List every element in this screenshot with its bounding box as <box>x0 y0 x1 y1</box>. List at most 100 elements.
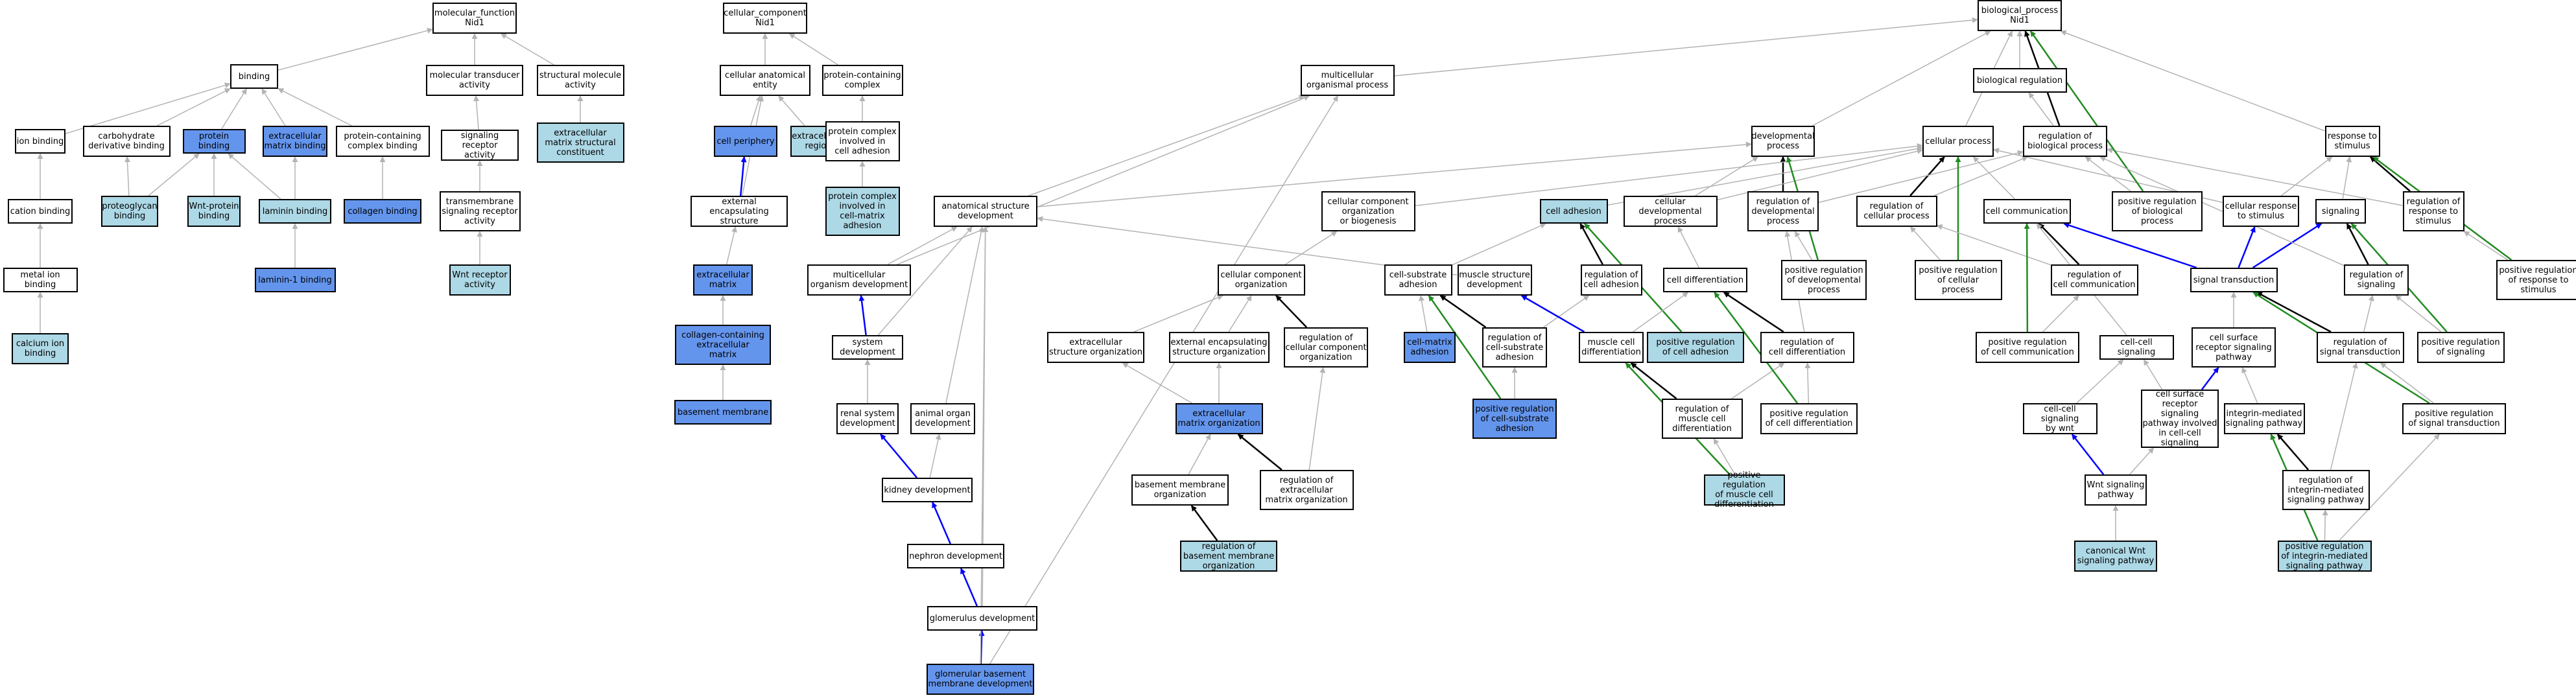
go-term-node-wntra[interactable]: Wnt receptor activity <box>449 264 511 296</box>
go-term-label: collagen-containing extracellular matrix <box>681 330 764 360</box>
go-term-node-mtact[interactable]: molecular transducer activity <box>426 65 523 96</box>
go-term-node-bp[interactable]: biological_process Nid1 <box>1978 0 2062 31</box>
go-term-node-mcd[interactable]: multicellular organism development <box>807 264 911 296</box>
go-term-node-rts[interactable]: response to stimulus <box>2324 126 2380 157</box>
go-term-node-posrsig[interactable]: positive regulation of signaling <box>2416 332 2505 363</box>
go-term-node-ecmsc[interactable]: extracellular matrix structural constitu… <box>536 122 624 163</box>
go-term-node-cellper[interactable]: cell periphery <box>714 126 777 157</box>
go-term-node-catb[interactable]: cation binding <box>8 199 73 224</box>
go-term-node-cadh[interactable]: cell adhesion <box>1539 199 1608 224</box>
go-term-node-msd[interactable]: muscle structure development <box>1457 264 1532 296</box>
go-term-node-ccs[interactable]: cell-cell signaling <box>2099 335 2174 360</box>
go-term-node-regbmo[interactable]: regulation of basement membrane organiza… <box>1180 541 1277 572</box>
go-term-node-colb[interactable]: collagen binding <box>344 199 421 224</box>
go-term-node-gd[interactable]: glomerulus development <box>927 606 1037 631</box>
go-term-node-metb[interactable]: metal ion binding <box>3 268 78 292</box>
go-term-node-wsp[interactable]: Wnt signaling pathway <box>2085 474 2147 506</box>
go-term-node-posrst[interactable]: positive regulation of signal transducti… <box>2402 403 2506 434</box>
go-term-node-st[interactable]: signal transduction <box>2190 268 2278 292</box>
go-term-node-pcica[interactable]: protein complex involved in cell adhesio… <box>825 121 900 161</box>
go-term-node-posrcp[interactable]: positive regulation of cellular process <box>1914 260 2002 300</box>
go-term-node-crs[interactable]: cellular response to stimulus <box>2223 196 2299 227</box>
go-term-node-posrdp[interactable]: positive regulation of developmental pro… <box>1781 260 1867 300</box>
go-term-node-devp[interactable]: developmental process <box>1751 126 1815 157</box>
go-term-node-ecmb[interactable]: extracellular matrix binding <box>263 126 327 157</box>
go-term-node-bmo[interactable]: basement membrane organization <box>1131 474 1229 506</box>
go-term-node-binding[interactable]: binding <box>230 64 278 89</box>
go-term-node-regcc[interactable]: regulation of cell communication <box>2050 264 2138 296</box>
go-term-node-ecso[interactable]: extracellular structure organization <box>1047 332 1144 363</box>
go-term-node-cab[interactable]: calcium ion binding <box>12 333 69 364</box>
go-term-node-pgb[interactable]: proteoglycan binding <box>101 196 158 227</box>
go-term-node-regsig[interactable]: regulation of signaling <box>2344 264 2409 296</box>
go-term-node-aod[interactable]: animal organ development <box>910 403 975 434</box>
go-term-node-posrcsa[interactable]: positive regulation of cell-substrate ad… <box>1472 399 1557 439</box>
go-term-node-posrmcd[interactable]: positive regulation of muscle cell diffe… <box>1703 471 1785 509</box>
go-term-node-smact[interactable]: structural molecule activity <box>536 65 624 96</box>
go-term-node-sig[interactable]: signaling <box>2315 199 2366 224</box>
go-term-node-ccecm[interactable]: collagen-containing extracellular matrix <box>675 325 771 365</box>
go-term-node-csrspi[interactable]: cell surface receptor signaling pathway … <box>2141 390 2219 448</box>
go-term-node-lamb[interactable]: laminin binding <box>259 199 331 224</box>
go-term-node-pcicm[interactable]: protein complex involved in cell-matrix … <box>825 187 900 236</box>
go-term-node-carb[interactable]: carbohydrate derivative binding <box>82 126 171 157</box>
go-term-node-tmsra[interactable]: transmembrane signaling receptor activit… <box>439 191 521 231</box>
go-term-node-csrsp[interactable]: cell surface receptor signaling pathway <box>2192 327 2276 368</box>
go-term-node-cdiff[interactable]: cell differentiation <box>1663 268 1747 292</box>
go-term-node-wntpb[interactable]: Wnt-protein binding <box>187 196 241 227</box>
go-term-node-cmadh[interactable]: cell-matrix adhesion <box>1404 332 1456 363</box>
go-term-node-bm[interactable]: basement membrane <box>674 400 772 425</box>
go-term-node-protb[interactable]: protein binding <box>182 129 246 154</box>
go-term-node-pccb[interactable]: protein-containing complex binding <box>335 126 430 157</box>
go-term-node-cdp[interactable]: cellular developmental process <box>1623 196 1718 227</box>
go-term-node-regrs[interactable]: regulation of response to stimulus <box>2402 191 2464 231</box>
go-term-node-cellp[interactable]: cellular process <box>1922 126 1994 157</box>
go-term-node-breg[interactable]: biological regulation <box>1972 68 2067 93</box>
go-term-node-ccob[interactable]: cellular component organization or bioge… <box>1321 191 1415 231</box>
go-term-node-kd[interactable]: kidney development <box>882 478 973 502</box>
go-term-node-rsd[interactable]: renal system development <box>836 403 899 434</box>
go-term-node-sysd[interactable]: system development <box>832 335 903 360</box>
go-term-node-mf[interactable]: molecular_function Nid1 <box>432 3 517 34</box>
go-term-node-regcco[interactable]: regulation of cellular component organiz… <box>1284 327 1368 368</box>
go-term-node-cco[interactable]: cellular component organization <box>1217 264 1305 296</box>
go-term-node-ccomm[interactable]: cell communication <box>1983 199 2071 224</box>
go-term-node-posrrs[interactable]: positive regulation of response to stimu… <box>2496 260 2576 300</box>
go-term-node-regbp[interactable]: regulation of biological process <box>2023 126 2107 157</box>
go-term-node-cae[interactable]: cellular anatomical entity <box>720 65 810 96</box>
edge-regecmo-to-regcco <box>1308 367 1326 471</box>
go-term-node-mop[interactable]: multicellular organismal process <box>1300 65 1395 96</box>
go-term-node-regecmo[interactable]: regulation of extracellular matrix organ… <box>1259 470 1354 510</box>
go-term-node-ecm[interactable]: extracellular matrix <box>693 264 753 296</box>
go-term-node-csa[interactable]: cell-substrate adhesion <box>1384 264 1452 296</box>
go-term-node-eeso[interactable]: external encapsulating structure organiz… <box>1168 332 1270 363</box>
go-term-node-nd[interactable]: nephron development <box>907 544 1004 568</box>
go-term-node-lam1b[interactable]: laminin-1 binding <box>254 268 336 292</box>
go-term-node-regcp[interactable]: regulation of cellular process <box>1856 196 1937 227</box>
go-term-node-asd[interactable]: anatomical structure development <box>934 196 1037 227</box>
go-term-node-posrbp[interactable]: positive regulation of biological proces… <box>2112 191 2203 231</box>
go-term-node-imsp[interactable]: integrin-mediated signaling pathway <box>2223 403 2305 434</box>
go-term-node-posrimsp[interactable]: positive regulation of integrin-mediated… <box>2277 541 2372 572</box>
go-term-node-cwsp[interactable]: canonical Wnt signaling pathway <box>2074 541 2157 572</box>
go-term-node-ecmo[interactable]: extracellular matrix organization <box>1175 403 1263 434</box>
go-term-node-sract[interactable]: signaling receptor activity <box>441 130 519 161</box>
go-term-node-regcsa[interactable]: regulation of cell-substrate adhesion <box>1482 327 1547 368</box>
go-term-node-posrca[interactable]: positive regulation of cell adhesion <box>1647 332 1744 363</box>
go-term-node-posrcc[interactable]: positive regulation of cell communicatio… <box>1976 332 2079 363</box>
go-term-node-posrcd[interactable]: positive regulation of cell differentiat… <box>1760 403 1858 434</box>
go-term-node-regst[interactable]: regulation of signal transduction <box>2316 332 2404 363</box>
go-term-node-ees[interactable]: external encapsulating structure <box>691 196 788 227</box>
go-term-node-regca[interactable]: regulation of cell adhesion <box>1580 264 1642 296</box>
go-term-node-regmcd[interactable]: regulation of muscle cell differentiatio… <box>1661 399 1743 439</box>
go-term-node-regcdiff[interactable]: regulation of cell differentiation <box>1760 332 1854 363</box>
go-term-node-regdp[interactable]: regulation of developmental process <box>1747 191 1819 231</box>
go-term-node-pcc[interactable]: protein-containing complex <box>821 65 903 96</box>
go-term-node-gbmd[interactable]: glomerular basement membrane development <box>927 664 1034 695</box>
go-term-node-ionb[interactable]: ion binding <box>15 129 65 154</box>
go-term-node-regimsp[interactable]: regulation of integrin-mediated signalin… <box>2282 470 2370 510</box>
edge-sig-to-rts <box>2342 156 2352 200</box>
go-term-node-cc[interactable]: cellular_component Nid1 <box>723 3 807 34</box>
go-term-node-mcdiff[interactable]: muscle cell differentiation <box>1579 332 1644 363</box>
go-term-node-ccsw[interactable]: cell-cell signaling by wnt <box>2022 403 2097 434</box>
